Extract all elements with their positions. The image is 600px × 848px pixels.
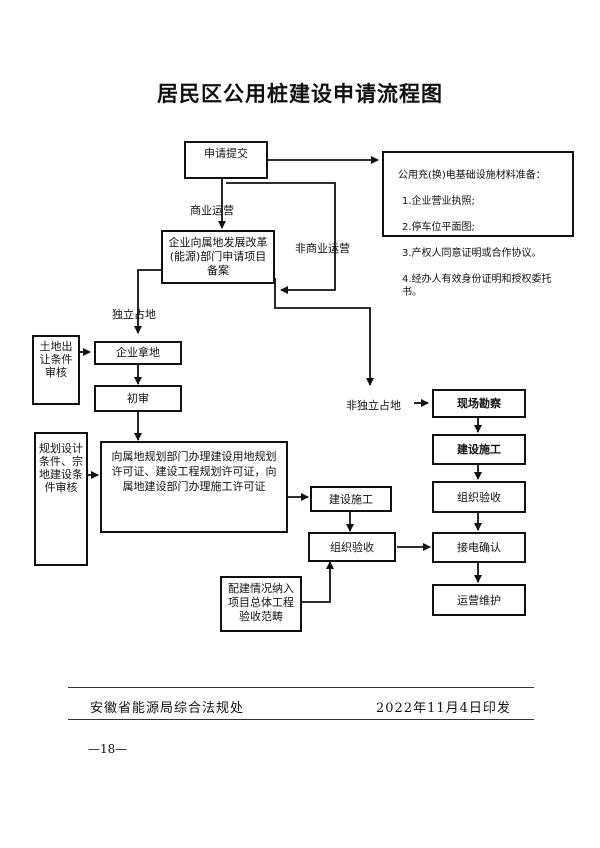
arrow-independent xyxy=(134,269,161,334)
node-land-cond: 土地出让条件审核 xyxy=(32,335,80,405)
node-permits: 向属地规划部门办理建设用地规划许可证、建设工程规划许可证，向属地建设部门办理施工… xyxy=(100,441,288,533)
page-title: 居民区公用桩建设申请流程图 xyxy=(157,82,443,106)
node-grid: 接电确认 xyxy=(432,532,526,563)
node-filing: 企业向属地发展改革(能源)部门申请项目备案 xyxy=(161,230,275,284)
node-included: 配建情况纳入项目总体工程验收范畴 xyxy=(220,576,302,632)
label-non-independent: 非独立占地 xyxy=(346,399,401,412)
label-commercial: 商业运营 xyxy=(190,204,234,217)
arrow-non-independent xyxy=(274,278,374,386)
footer-rule-bottom xyxy=(68,719,534,720)
node-ops: 运营维护 xyxy=(432,584,526,616)
arrow-included xyxy=(302,561,334,603)
label-independent: 独立占地 xyxy=(112,308,156,321)
materials-item: 1.企业营业执照; xyxy=(402,196,475,207)
node-first-review: 初审 xyxy=(94,385,182,412)
node-plan-cond: 规划设计条件、宗地建设条件审核 xyxy=(34,432,88,566)
materials-item: 4.经办人有效身份证明和授权委托书。 xyxy=(402,274,552,298)
materials-item: 3.产权人同意证明或合作协议。 xyxy=(402,248,542,259)
footer-date: 2022年11月4日印发 xyxy=(376,701,511,716)
node-survey: 现场勘察 xyxy=(432,389,526,418)
footer-org: 安徽省能源局综合法规处 xyxy=(90,701,245,716)
footer-rule-top xyxy=(68,687,534,688)
materials-item: 2.停车位平面图; xyxy=(402,222,475,233)
node-construct-left: 建设施工 xyxy=(310,486,392,512)
node-get-land: 企业拿地 xyxy=(94,341,182,365)
page-number: —18— xyxy=(88,742,128,756)
node-accept-left: 组织验收 xyxy=(308,532,396,562)
node-accept-right: 组织验收 xyxy=(432,481,526,513)
node-apply: 申请提交 xyxy=(184,141,268,179)
arrow-non-commercial xyxy=(226,182,336,294)
node-materials: 公用充(换)电基础设施材料准备： 1.企业营业执照; 2.停车位平面图; 3.产… xyxy=(382,151,574,298)
materials-title: 公用充(换)电基础设施材料准备： xyxy=(398,170,546,181)
label-non-commercial: 非商业运营 xyxy=(295,242,350,255)
node-construct-right: 建设施工 xyxy=(432,434,526,465)
